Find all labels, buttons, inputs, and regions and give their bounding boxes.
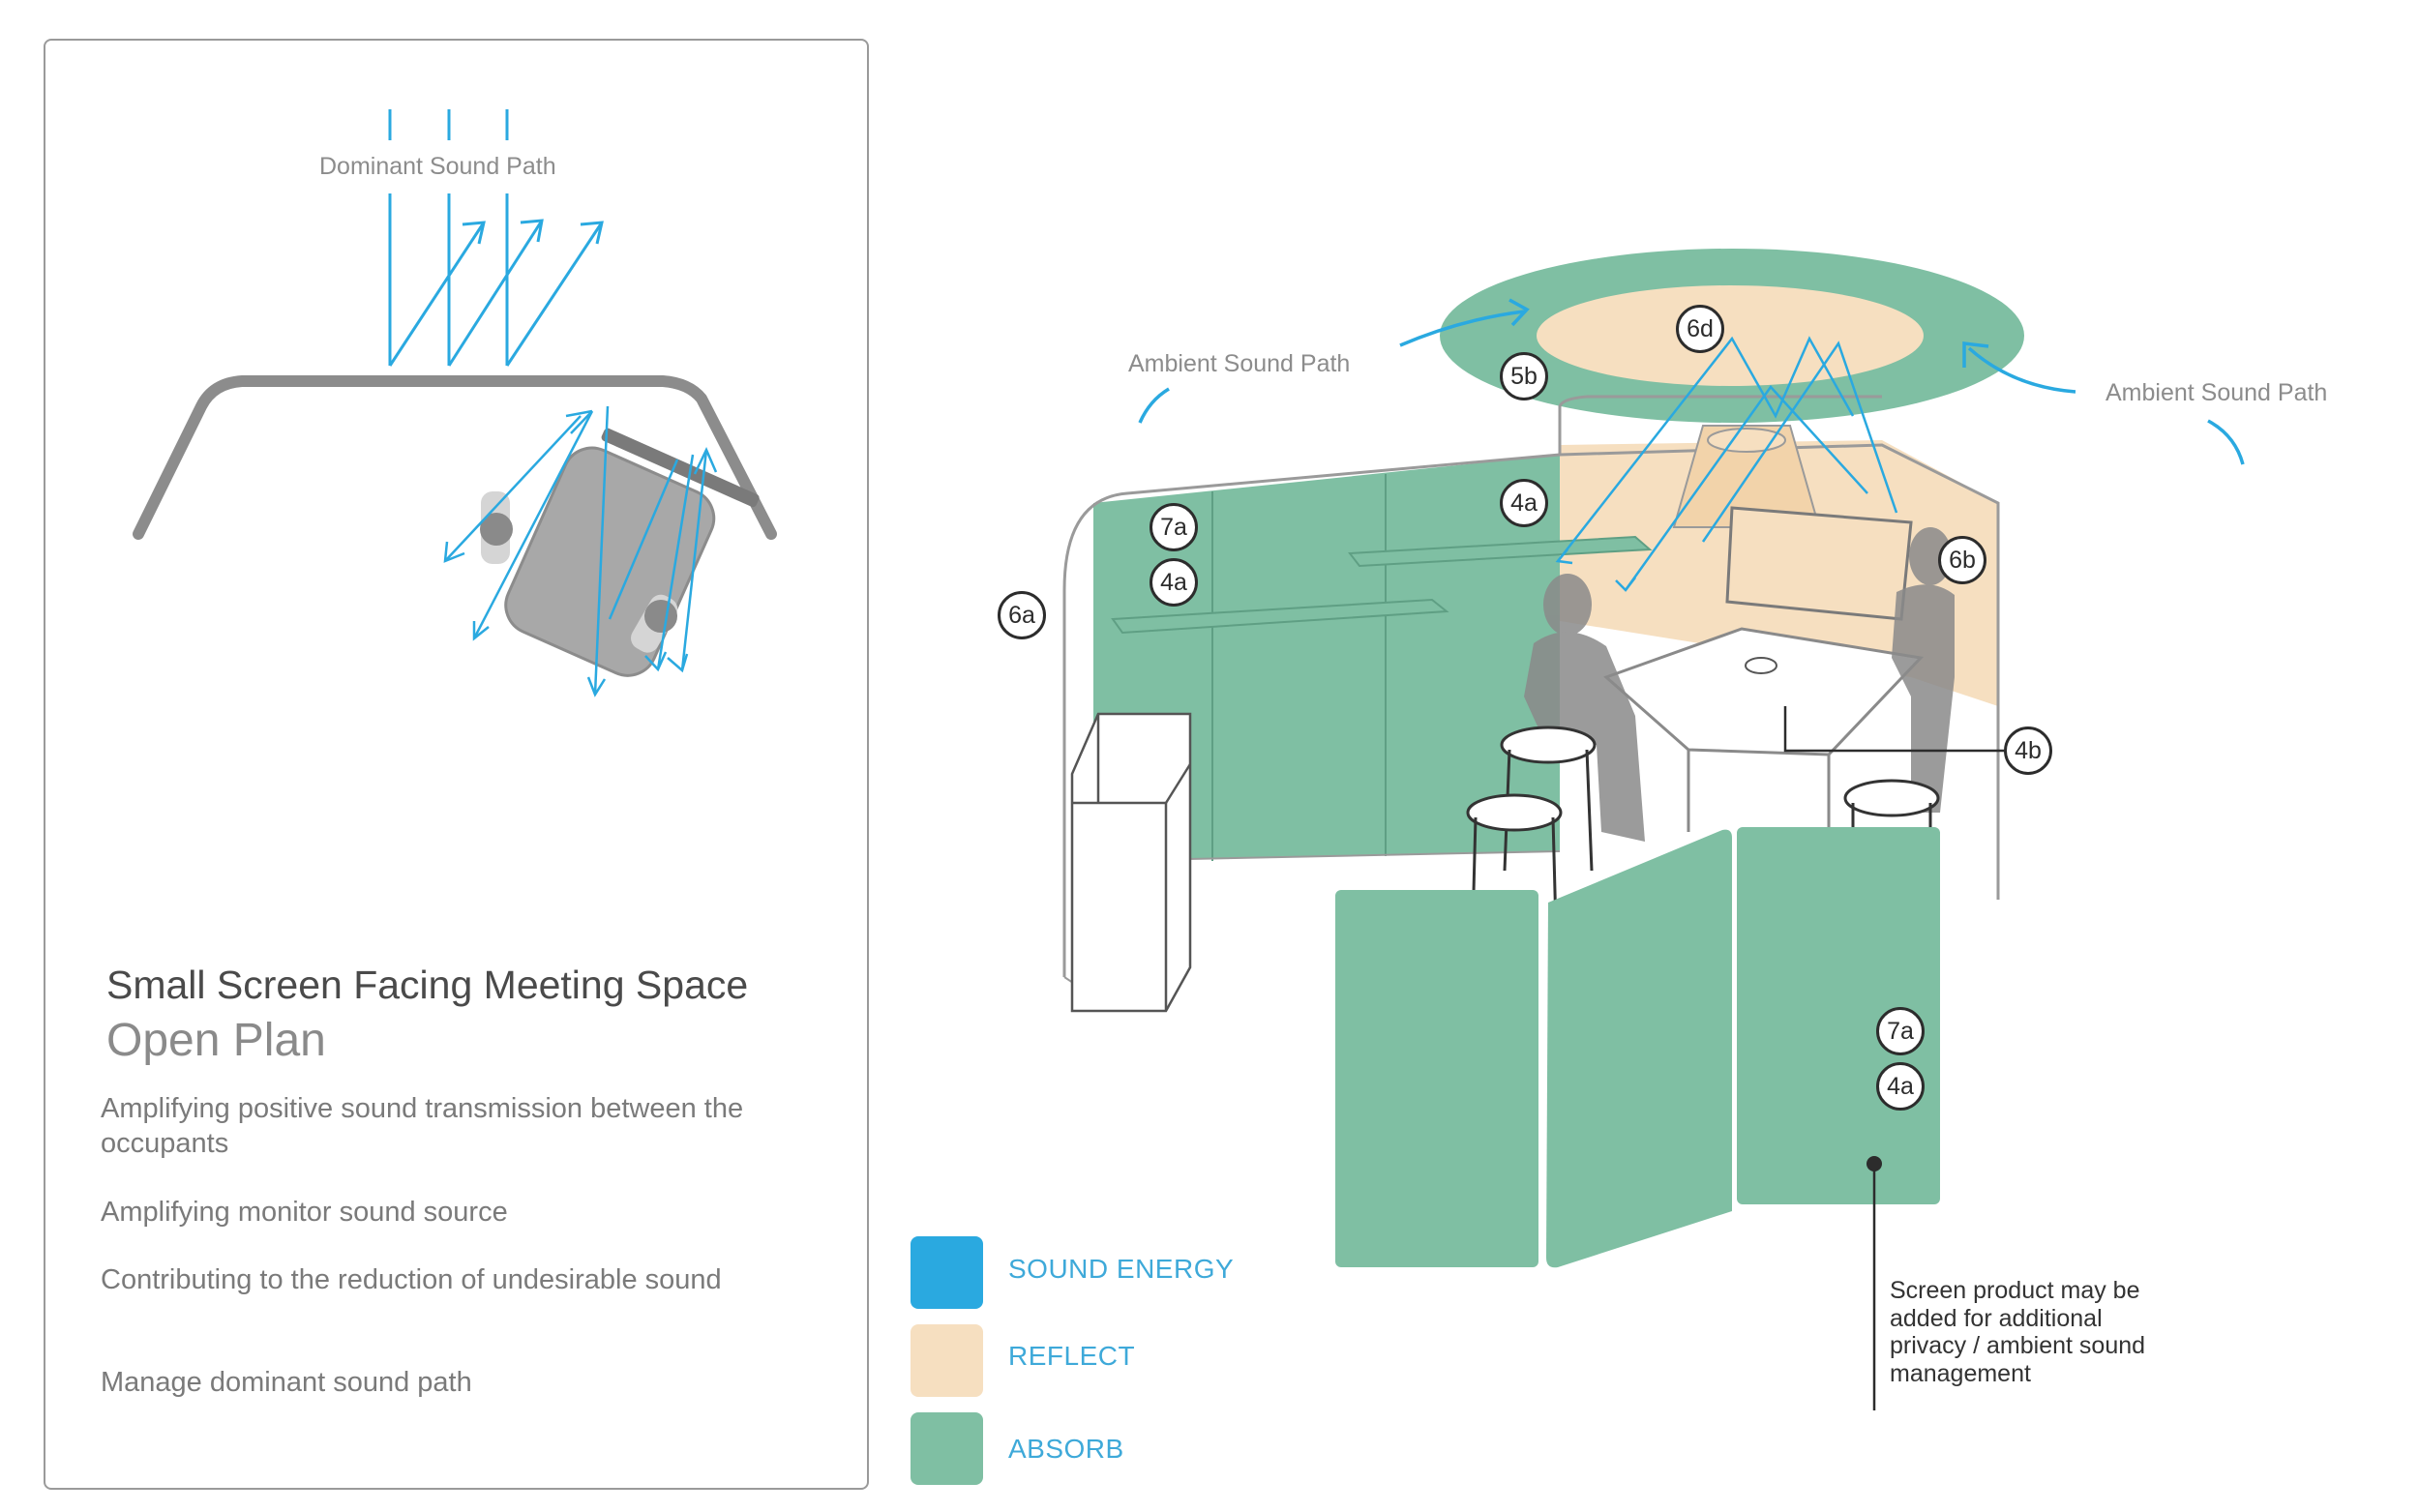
callout-5b: 5b [1500, 352, 1548, 400]
legend-label-sound-energy: SOUND ENERGY [1008, 1254, 1235, 1284]
dominant-path-arrows [388, 109, 604, 367]
callout-6a: 6a [998, 591, 1046, 639]
screen-note: Screen product may be added for addition… [1890, 1277, 2146, 1387]
monitor [1725, 506, 1913, 621]
absorb-wall-seams [1211, 474, 1387, 861]
point-4: Manage dominant sound path [101, 1367, 472, 1398]
ambient-arrows [1138, 298, 2245, 465]
dominant-path-label: Dominant Sound Path [319, 153, 556, 180]
meeting-table [1603, 627, 1925, 832]
reflection-arrows [1555, 336, 1898, 592]
plan-reflect-arrows [443, 405, 718, 697]
legend-swatch-reflect [911, 1324, 983, 1397]
callout-leaders [1783, 706, 2008, 1410]
callout-4a-top: 4a [1500, 479, 1548, 527]
storage-cabinet [1070, 712, 1192, 1013]
screen-panels [1335, 827, 1940, 1268]
legend-label-reflect: REFLECT [1008, 1341, 1136, 1371]
plan-table [480, 428, 760, 677]
callout-6d: 6d [1676, 305, 1724, 353]
callout-4a-screen: 4a [1876, 1062, 1925, 1111]
point-3: Contributing to the reduction of undesir… [101, 1264, 722, 1295]
page-subtitle: Open Plan [106, 1015, 326, 1066]
callout-7a-screen: 7a [1876, 1007, 1925, 1055]
legend-swatch-sound-energy [911, 1236, 983, 1309]
callout-6b: 6b [1938, 536, 1986, 584]
callout-4b: 4b [2004, 726, 2052, 775]
plan-wall [133, 375, 777, 540]
ambient-path-label-right: Ambient Sound Path [2105, 379, 2328, 406]
ambient-path-label-left: Ambient Sound Path [1128, 350, 1351, 377]
leader-dot [1867, 1156, 1882, 1171]
plan-panel [44, 39, 869, 1490]
callout-7a-left: 7a [1150, 503, 1198, 551]
page-title: Small Screen Facing Meeting Space [106, 963, 749, 1007]
legend-swatch-absorb [911, 1412, 983, 1485]
wall-shelves [1111, 535, 1653, 635]
legend-label-absorb: ABSORB [1008, 1434, 1124, 1464]
point-1: Amplifying positive sound transmission b… [101, 1093, 744, 1159]
point-2: Amplifying monitor sound source [101, 1197, 508, 1228]
callout-4a-left: 4a [1150, 558, 1198, 607]
